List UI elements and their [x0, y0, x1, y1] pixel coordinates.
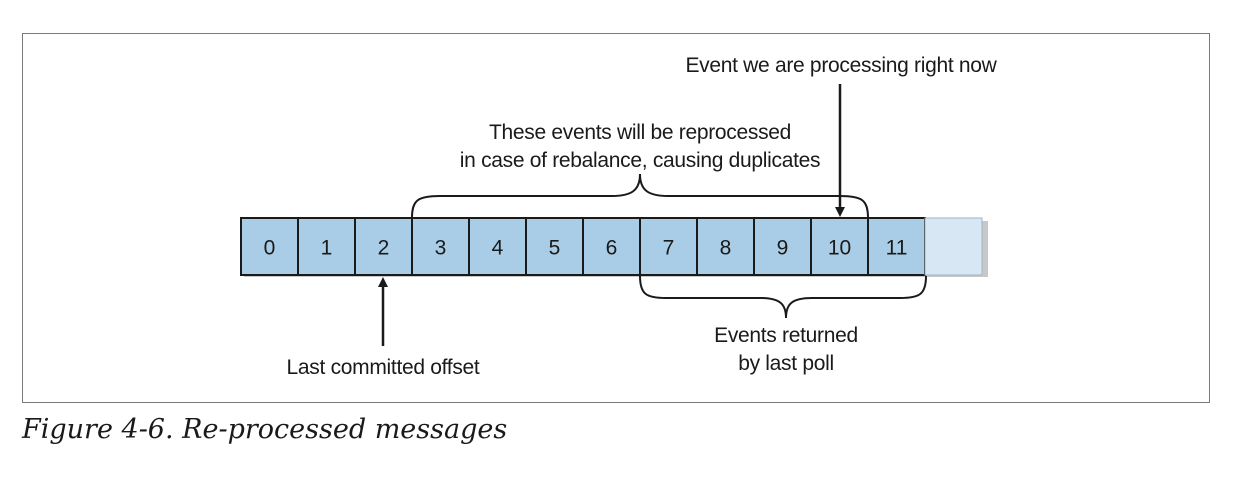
offset-label-2: 2: [378, 237, 390, 260]
offset-label-6: 6: [606, 237, 618, 260]
last-poll-brace: [639, 275, 927, 319]
offset-cell-3: [411, 217, 470, 276]
offset-cell-10: [810, 217, 869, 276]
reprocess-brace: [411, 173, 869, 219]
offset-cell-0: [240, 217, 299, 276]
offset-label-3: 3: [435, 237, 447, 260]
empty-slot: [924, 217, 983, 276]
reprocessed-label-line2: in case of rebalance, causing duplicates: [459, 149, 821, 172]
offset-label-11: 11: [886, 237, 908, 260]
offset-cell-4: [468, 217, 527, 276]
offset-cell-11: [867, 217, 926, 276]
offset-cell-8: [696, 217, 755, 276]
offset-label-0: 0: [264, 237, 276, 260]
offset-label-9: 9: [777, 237, 789, 260]
offset-label-4: 4: [492, 237, 504, 260]
figure-caption: Figure 4-6. Re-processed messages: [22, 414, 508, 445]
reprocessed-label-line1: These events will be reprocessed: [488, 121, 792, 144]
processing-now-label: Event we are processing right now: [685, 54, 997, 77]
offset-cells: 0 1 2 3 4 5 6 7 8 9 10 11: [240, 217, 983, 276]
offset-cell-9: [753, 217, 812, 276]
offset-label-7: 7: [663, 237, 675, 260]
offset-cell-2: [354, 217, 413, 276]
offset-label-10: 10: [828, 237, 851, 260]
returned-label-line1: Events returned: [714, 324, 858, 347]
offset-label-5: 5: [549, 237, 561, 260]
returned-label-line2: by last poll: [738, 352, 834, 375]
offset-cell-1: [297, 217, 356, 276]
offset-label-8: 8: [720, 237, 732, 260]
last-committed-label: Last committed offset: [286, 356, 480, 379]
offset-cell-6: [582, 217, 641, 276]
offset-label-1: 1: [321, 237, 333, 260]
